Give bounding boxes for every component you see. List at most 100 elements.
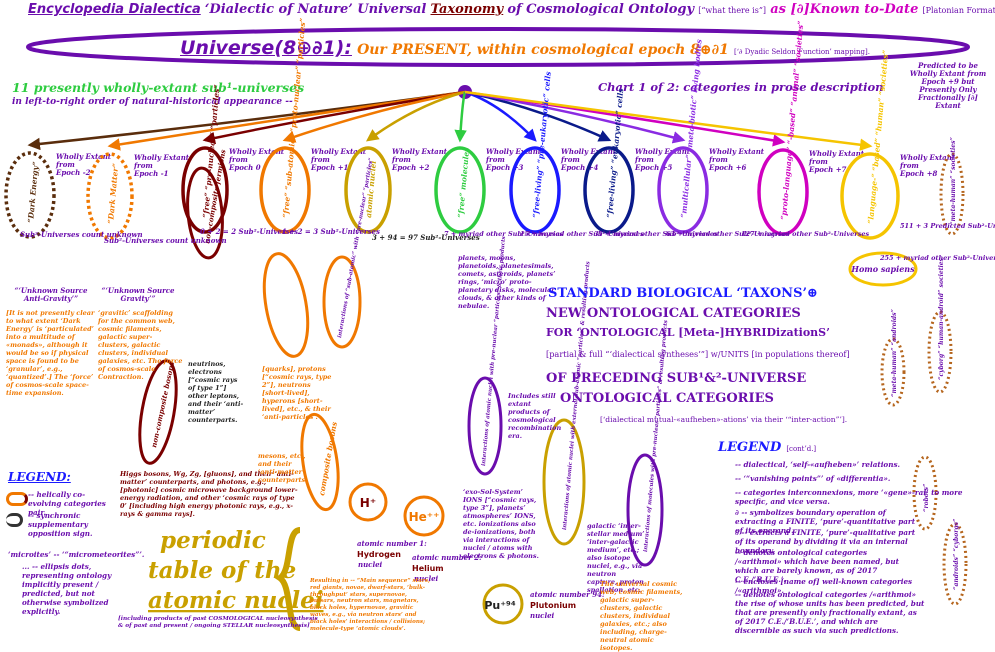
standard-line-5: OF PRECEDING SUB¹&²-UNIVERSE bbox=[546, 371, 807, 386]
epoch-name-6: “free-living” “pre-eukaryotic” cells bbox=[531, 70, 553, 218]
legend-right-6: -- denotes ontological categories /«arit… bbox=[735, 548, 899, 584]
helium-name: Helium bbox=[412, 564, 444, 573]
predicted-note: Predicted to be Wholly Extant from Epoch… bbox=[909, 61, 987, 110]
count-epoch-1: 1 + 2 = 3 Sub²-Universes bbox=[282, 227, 380, 236]
homo-sapiens-label: Homo sapiens bbox=[850, 264, 915, 274]
legend-left-title: LEGEND: bbox=[8, 470, 71, 484]
sub-universe-count: 11 presently wholly-extant sub¹-universe… bbox=[12, 80, 305, 95]
right-bubble-5 bbox=[927, 310, 953, 394]
legend-left-1: -- helically co-evolving categories pair… bbox=[28, 490, 106, 517]
standard-line-2: NEW ONTOLOGICAL CATEGORIES bbox=[546, 306, 801, 321]
right-bubble-2-label: “meta-human” “androids” bbox=[891, 308, 898, 397]
title-part-e: [“what there is”] bbox=[698, 6, 767, 15]
epoch-ellipse-8 bbox=[657, 146, 709, 234]
right-bubble-5-label: “cyborg” “human-android” societies bbox=[938, 257, 945, 380]
standard-line-1: STANDARD BIOLOGICAL ‘TAXONS’⊕ bbox=[548, 286, 818, 301]
standard-line-4: [partial & full “‘dialectical syntheses’… bbox=[546, 349, 850, 359]
epoch-ellipse-2 bbox=[181, 146, 229, 234]
title-part-d: of Cosmological Ontology bbox=[507, 2, 695, 17]
epoch-ellipse-7 bbox=[583, 146, 635, 234]
epoch-ellipse-3 bbox=[259, 146, 311, 234]
plutonium-nuclei: nuclei bbox=[530, 611, 555, 620]
right-bubble-4-label: “androids” “cyborgs” bbox=[953, 518, 960, 590]
quarks-note: [quarks], protons [“cosmic rays, type 2”… bbox=[262, 365, 332, 421]
epoch-ellipse-9 bbox=[757, 148, 809, 236]
title-part-f: as [∂]Known to-Date bbox=[770, 2, 919, 17]
right-bubble-4 bbox=[942, 522, 968, 606]
epoch-ellipse-4 bbox=[344, 146, 392, 234]
epoch-ellipse-1 bbox=[86, 152, 134, 240]
plutonium-atomic-number: atomic number 94: bbox=[530, 590, 605, 599]
standard-line-3: FOR ‘ONTOLOGICAL [Meta-]HYBRIDizationS’ bbox=[546, 326, 830, 339]
composite-bosons-bubble bbox=[300, 412, 340, 512]
count-epoch-2: 3 + 94 = 97 Sub²-Universes bbox=[372, 233, 480, 242]
legend-left-2: -- synchronic supplementary opposition s… bbox=[28, 511, 93, 538]
nucleosynthesis-note: [including products of past COSMOLOGICAL… bbox=[118, 616, 318, 629]
universe-line: Universe(8⊕∂1): Our PRESENT, within cosm… bbox=[180, 37, 870, 59]
chart-line: Chart 1 of 2: categories in prose descri… bbox=[598, 80, 884, 94]
epoch-ellipse-5 bbox=[434, 146, 486, 234]
periodic-line-3: atomic nuclei bbox=[148, 587, 324, 614]
gravity-body: ‘gravitic’ scaffolding for the common we… bbox=[98, 309, 183, 381]
legend-right-title: LEGEND [cont’d.] bbox=[718, 436, 816, 455]
interaction-sub-bubble bbox=[322, 255, 362, 349]
natural-order-line: in left-to-right order of natural-histor… bbox=[12, 97, 293, 107]
epoch-branch-10 bbox=[464, 90, 873, 151]
count-epoch-3: 7 + myriad other Sub²-Universes bbox=[444, 230, 563, 238]
hydrogen-symbol: H⁺ bbox=[360, 496, 376, 510]
hydrogen-name: Hydrogen bbox=[357, 550, 401, 559]
interaction-ext-bubble bbox=[542, 418, 586, 546]
universe-epoch: Our PRESENT, within cosmological epoch 8… bbox=[357, 42, 729, 58]
exo-note: ‘exo-Sol-System’ IONS [“cosmic rays, typ… bbox=[463, 488, 539, 560]
helium-atomic-number: atomic number 2: bbox=[412, 553, 482, 562]
noncomp-fermions-bubble bbox=[186, 166, 224, 260]
title-part-c: Taxonomy bbox=[430, 2, 504, 17]
page-title: Encyclopedia Dialectica ‘Dialectic of Na… bbox=[28, 2, 995, 17]
plutonium-name: Plutonium bbox=[530, 601, 576, 610]
count-epoch-8: 255 + myriad other Sub²-Universes bbox=[879, 254, 995, 262]
legend-right-3: -- categories interconnexions, more ‘«ge… bbox=[735, 488, 963, 506]
hydrogen-atomic-number: atomic number 1: bbox=[357, 539, 427, 548]
epoch-branch-4 bbox=[365, 90, 466, 142]
legend-right-7: -- encloses [name of] well-known categor… bbox=[735, 577, 913, 595]
count-epoch-9: 511 + 3 Predicted Sub²-Universes bbox=[900, 222, 995, 230]
count-epoch-6: 63 + myriad other Sub²-Universes bbox=[666, 230, 790, 238]
universe-title: Universe(8⊕∂1): bbox=[180, 37, 352, 59]
helium-symbol: He⁺⁺ bbox=[409, 510, 440, 524]
epoch-name-9: “proto-language” “-based” “animal” “soci… bbox=[779, 20, 805, 220]
higgs-note: Higgs bosons, Wg, Zg, [gluons], and thei… bbox=[120, 470, 298, 518]
plutonium-symbol: Pu⁺⁹⁴ bbox=[484, 599, 516, 612]
right-bubble-2 bbox=[880, 337, 906, 407]
epoch-ellipse-10 bbox=[840, 152, 900, 240]
helium-nuclei: nuclei bbox=[414, 574, 439, 583]
gravity-title: “‘Unknown Source Gravity’” bbox=[101, 286, 175, 303]
noncomp-bosons-bubble bbox=[138, 359, 178, 465]
epoch-branch-5 bbox=[454, 91, 467, 143]
periodic-line-1: periodic bbox=[160, 527, 266, 554]
legend-left-4: ... -- ellipsis dots, representing ontol… bbox=[22, 562, 112, 616]
included-note: Includes still extant products of cosmol… bbox=[508, 392, 562, 440]
right-bubble-1 bbox=[939, 152, 965, 236]
right-bubble-3 bbox=[912, 455, 938, 531]
epoch-name-1: “Dark Matter” bbox=[106, 163, 120, 224]
count-epoch-4: 15 + myriad other Sub²-Universes bbox=[520, 230, 644, 238]
resulting-note: Resulting in -- “Main sequence” stars, r… bbox=[310, 578, 430, 632]
title-part-a: Encyclopedia Dialectica bbox=[28, 2, 201, 17]
legend-left-3: ‘microites’ -- ‘“micrometeorites”’. bbox=[8, 550, 145, 559]
anti-gravity-title: “‘Unknown Source Anti-Gravity’” bbox=[14, 286, 88, 303]
homo-sapiens-bubble bbox=[848, 251, 918, 287]
composite-fermions-bubble bbox=[262, 252, 310, 358]
right-bubble-1-label: “meta-human” “societies” bbox=[950, 137, 957, 225]
